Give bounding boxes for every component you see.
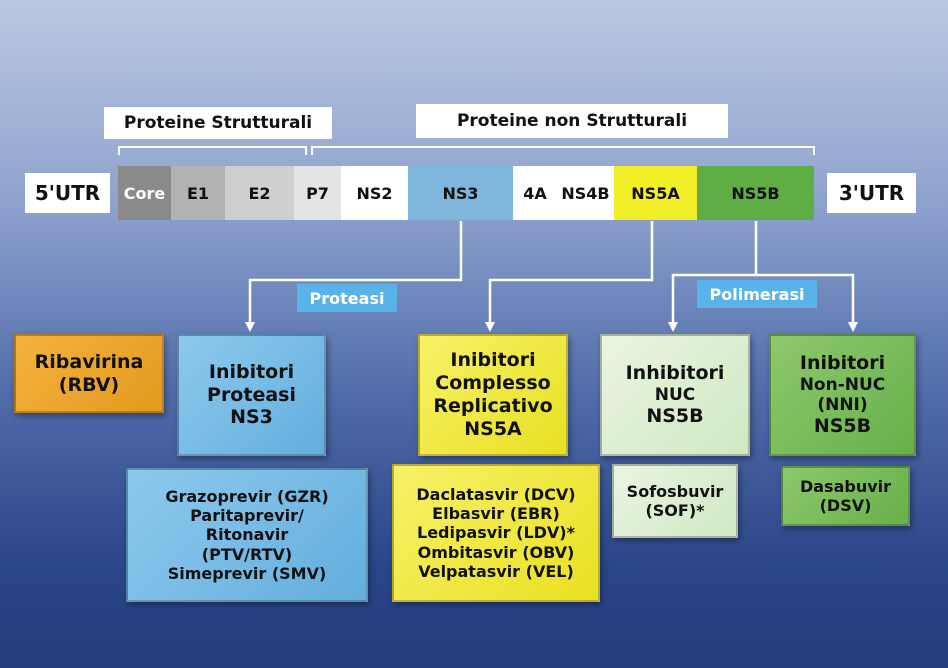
drug-item: Dasabuvir [799, 476, 892, 496]
protease-tag: Proteasi [297, 284, 397, 312]
non-structural-bracket [311, 146, 815, 155]
drug-item: Ombitasvir (OBV) [417, 542, 575, 562]
box-line: NS5B [813, 415, 872, 438]
drug-item: Ledipasvir (LDV)* [417, 523, 575, 543]
segment-4a: 4A [513, 166, 557, 220]
box-line: NS5B [646, 405, 704, 428]
drug-item: Daclatasvir (DCV) [416, 485, 576, 505]
box-line: Inhibitori [625, 362, 725, 384]
polymerase-tag: Polimerasi [697, 280, 817, 308]
ribavirin-name: Ribavirina [34, 350, 144, 373]
non-structural-proteins-header: Proteine non Strutturali [416, 104, 728, 138]
box-line: NS3 [230, 406, 273, 429]
ns5a-inhibitors-box: Inibitori Complesso Replicativo NS5A [418, 334, 568, 456]
ns5a-drugs-box: Daclatasvir (DCV) Elbasvir (EBR) Ledipas… [392, 464, 600, 602]
utr5-label: 5'UTR [25, 173, 110, 213]
drug-item: (DSV) [819, 496, 872, 515]
box-line: Non-NUC [799, 374, 886, 395]
structural-bracket [118, 146, 307, 155]
nuc-inhibitors-box: Inhibitori NUC NS5B [600, 334, 750, 456]
drug-item: Ritonavir [205, 525, 289, 545]
box-line: Inibitori [799, 351, 886, 374]
box-line: Complesso [435, 372, 551, 395]
non-nuc-inhibitors-box: Inibitori Non-NUC (NNI) NS5B [769, 334, 916, 456]
drug-item: (PTV/RTV) [201, 544, 293, 564]
ns5a-arrow [485, 221, 654, 332]
nuc-drugs-box: Sofosbuvir (SOF)* [612, 464, 738, 538]
segment-ns5b: NS5B [697, 166, 814, 220]
non-nuc-drugs-box: Dasabuvir (DSV) [781, 466, 910, 526]
box-line: Inibitori [208, 360, 295, 383]
protease-drugs-box: Grazoprevir (GZR) Paritaprevir/ Ritonavi… [126, 468, 368, 602]
box-line: Proteasi [207, 383, 296, 406]
drug-item: Sofosbuvir [626, 481, 724, 501]
box-line: (NNI) [817, 395, 868, 415]
segment-ns3: NS3 [408, 166, 513, 220]
segment-e1: E1 [171, 166, 225, 220]
segment-e2: E2 [225, 166, 294, 220]
ns5b-arrow-nuc [668, 273, 756, 332]
ns5b-arrow-nonnuc [756, 273, 858, 332]
drug-item: Velpatasvir (VEL) [418, 561, 574, 581]
structural-proteins-header: Proteine Strutturali [104, 107, 332, 139]
drug-item: Elbasvir (EBR) [432, 504, 560, 524]
drug-item: Simeprevir (SMV) [167, 563, 327, 583]
segment-p7: P7 [294, 166, 341, 220]
ribavirin-abbr: (RBV) [58, 373, 120, 396]
drug-item: Grazoprevir (GZR) [165, 487, 329, 507]
segment-ns4b: NS4B [557, 166, 614, 220]
box-line: NS5A [464, 417, 522, 440]
segment-ns5a: NS5A [614, 166, 697, 220]
ns3-arrow [245, 221, 463, 332]
box-line: Replicativo [433, 395, 553, 417]
utr3-label: 3'UTR [827, 173, 916, 213]
drug-item: (SOF)* [645, 501, 705, 520]
box-line: NUC [654, 384, 696, 405]
box-line: Inibitori [450, 349, 536, 372]
drug-item: Paritaprevir/ [190, 506, 304, 526]
ribavirin-box: Ribavirina (RBV) [14, 334, 164, 413]
segment-ns2: NS2 [341, 166, 408, 220]
segment-core: Core [118, 166, 171, 220]
protease-inhibitors-box: Inibitori Proteasi NS3 [177, 334, 326, 456]
